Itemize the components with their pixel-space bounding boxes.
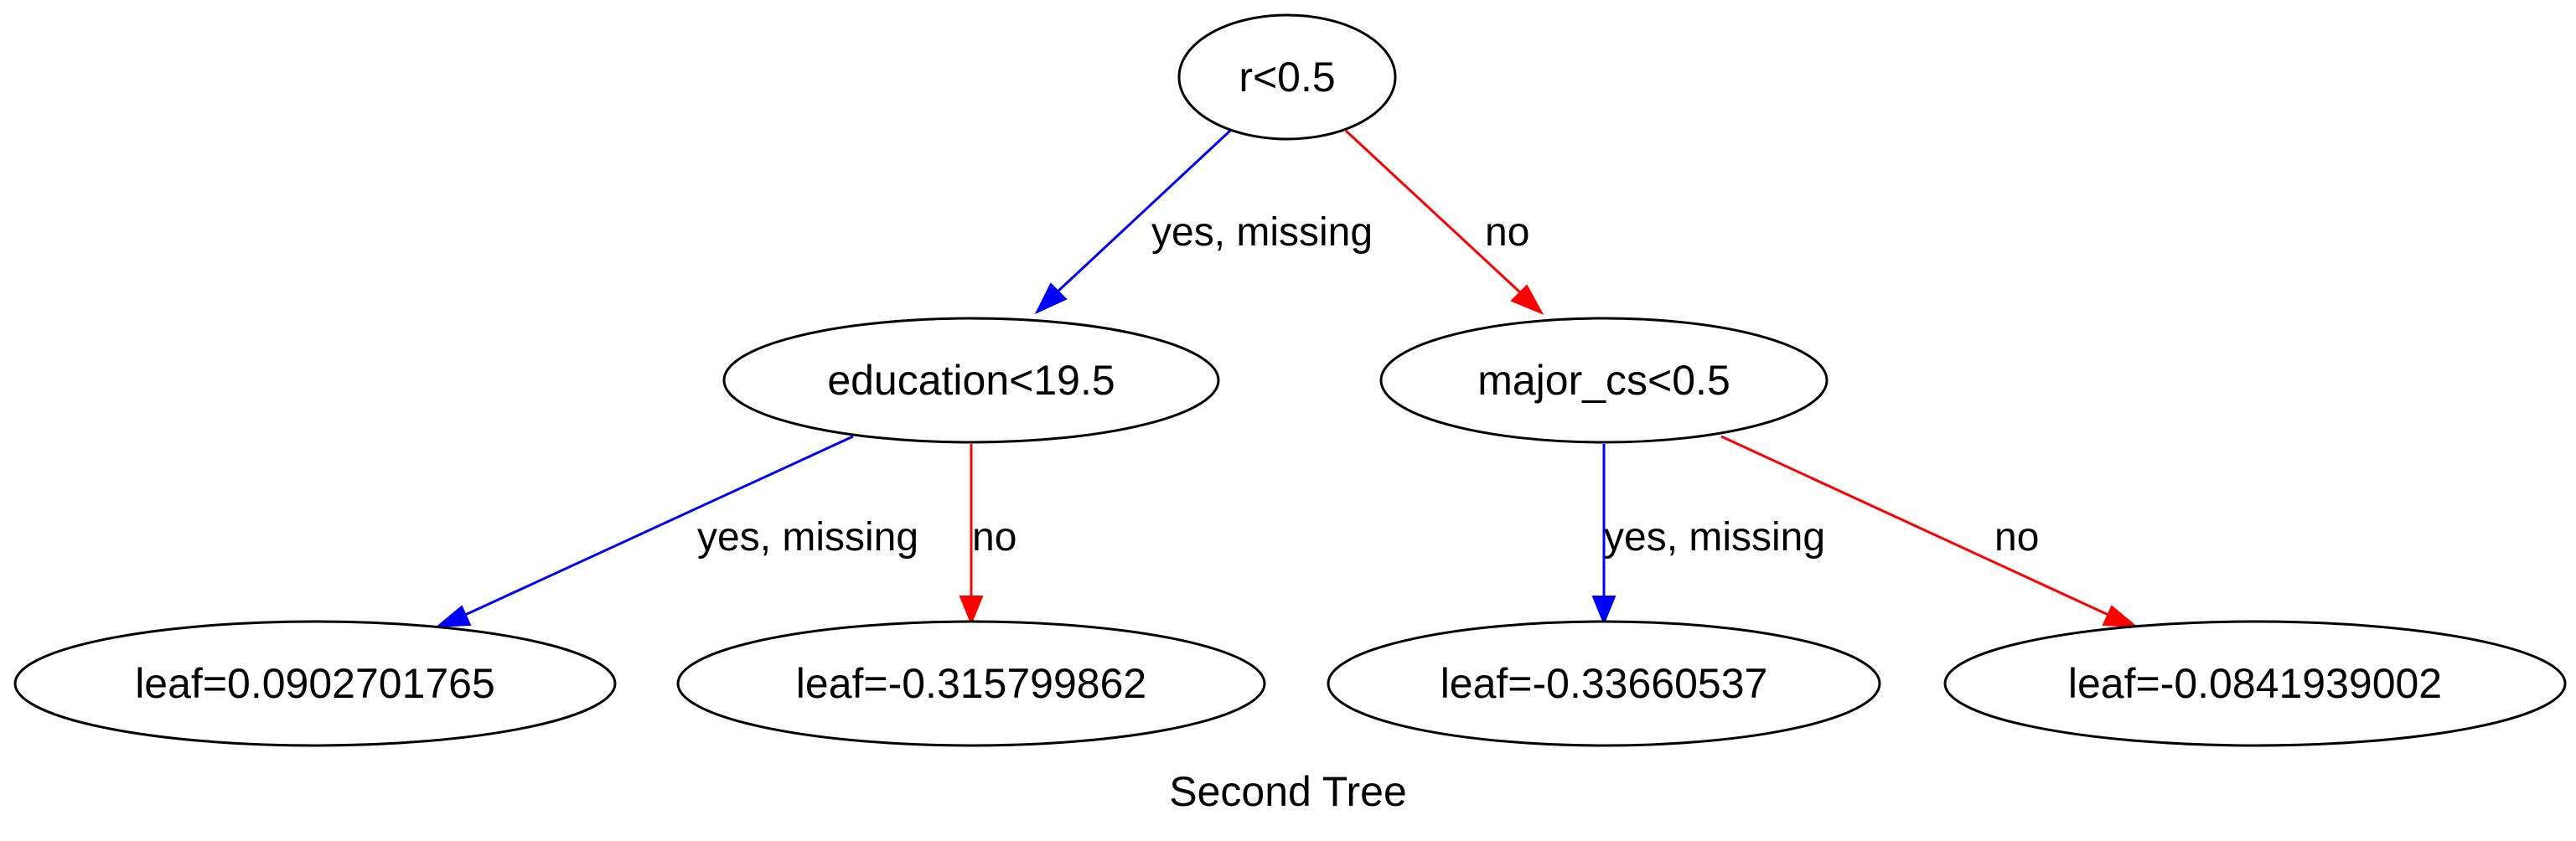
node-leaf2-label: leaf=-0.315799862 [796, 660, 1146, 707]
edge-major-cs-no [1720, 435, 2111, 617]
node-leaf1-shape [13, 620, 617, 747]
edge-root-no-arrowhead [1510, 284, 1544, 316]
node-education-label: education<19.5 [827, 357, 1115, 404]
node-education: education<19.5 [722, 317, 1220, 444]
edge-major-cs-yes-arrowhead [1591, 596, 1616, 626]
node-major-cs-label: major_cs<0.5 [1477, 357, 1730, 404]
edge-label-major-cs-yes: yes, missing [1604, 515, 1825, 560]
node-leaf3: leaf=-0.33660537 [1327, 620, 1881, 747]
node-major-cs: major_cs<0.5 [1379, 317, 1829, 444]
node-leaf2: leaf=-0.315799862 [676, 620, 1266, 747]
nodes: r<0.5 education<19.5 major_cs<0.5 leaf=0… [13, 13, 2567, 747]
edge-education-yes [463, 435, 854, 617]
node-leaf3-label: leaf=-0.33660537 [1441, 660, 1768, 707]
edge-education-no-arrowhead [959, 596, 984, 626]
node-leaf1-label: leaf=0.0902701765 [135, 660, 495, 707]
node-leaf3-shape [1327, 620, 1881, 747]
node-leaf4-shape [1943, 620, 2567, 747]
edges: yes, missing no yes, missing no yes, mis… [435, 129, 2139, 628]
diagram-title: Second Tree [1169, 768, 1407, 815]
edge-root-yes [1054, 129, 1232, 295]
edge-label-root-yes: yes, missing [1151, 210, 1373, 255]
edge-label-root-no: no [1485, 210, 1529, 255]
node-leaf4: leaf=-0.0841939002 [1943, 620, 2567, 747]
edge-root-yes-arrowhead [1034, 282, 1068, 315]
node-education-shape [722, 317, 1220, 444]
edge-education-yes-arrowhead [435, 605, 472, 628]
node-root-shape [1177, 13, 1397, 141]
node-root: r<0.5 [1177, 13, 1397, 141]
node-root-label: r<0.5 [1239, 54, 1335, 101]
edge-root-no [1344, 129, 1523, 295]
node-leaf1: leaf=0.0902701765 [13, 620, 617, 747]
node-major-cs-shape [1379, 317, 1829, 444]
edge-major-cs-no-arrowhead [2102, 605, 2139, 628]
edge-label-education-no: no [972, 515, 1016, 560]
node-leaf4-label: leaf=-0.0841939002 [2068, 660, 2442, 707]
edge-label-major-cs-no: no [1994, 515, 2039, 560]
node-leaf2-shape [676, 620, 1266, 747]
edge-label-education-yes: yes, missing [697, 515, 918, 560]
